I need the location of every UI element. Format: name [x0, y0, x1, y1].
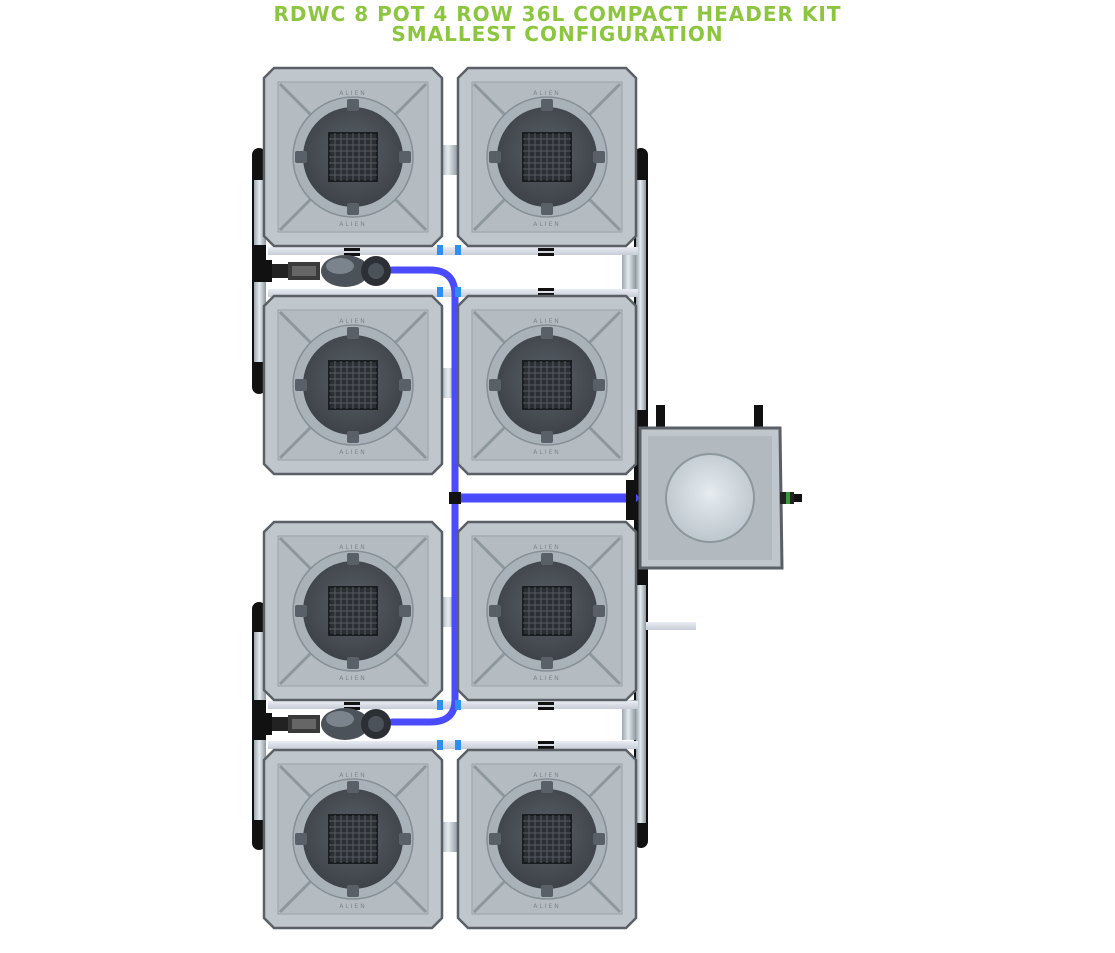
pot-brand-label-bottom: ALIEN	[533, 675, 561, 682]
pot-brand-label-top: ALIEN	[339, 318, 367, 325]
pot-row4-left: ALIEN ALIEN	[262, 748, 444, 930]
pot-row4-right: ALIEN ALIEN	[456, 748, 638, 930]
pot-row1-left: ALIEN ALIEN	[262, 66, 444, 248]
header-tank	[638, 405, 802, 570]
pot-brand-label-top: ALIEN	[533, 544, 561, 551]
pot-brand-label-bottom: ALIEN	[339, 221, 367, 228]
pot-brand-label-top: ALIEN	[339, 544, 367, 551]
pot-brand-label-top: ALIEN	[339, 772, 367, 779]
pot-brand-label-top: ALIEN	[533, 90, 561, 97]
pot-row3-right: ALIEN ALIEN	[456, 520, 638, 702]
pot-brand-label-bottom: ALIEN	[339, 903, 367, 910]
pot-brand-label-bottom: ALIEN	[533, 449, 561, 456]
pot-row2-left: ALIEN ALIEN	[262, 294, 444, 476]
pump-upper	[254, 255, 391, 287]
pot-row1-right: ALIEN ALIEN	[456, 66, 638, 248]
diagram-title-line-2: SMALLEST CONFIGURATION	[391, 22, 724, 46]
pot-brand-label-bottom: ALIEN	[339, 675, 367, 682]
pot-brand-label-bottom: ALIEN	[533, 221, 561, 228]
pot-brand-label-top: ALIEN	[533, 318, 561, 325]
pot-brand-label-bottom: ALIEN	[339, 449, 367, 456]
pot-row3-left: ALIEN ALIEN	[262, 520, 444, 702]
pot-row2-right: ALIEN ALIEN	[456, 294, 638, 476]
pump-lower	[254, 708, 391, 740]
diagram-title-line-1: RDWC 8 POT 4 ROW 36L COMPACT HEADER KIT	[273, 2, 842, 26]
pot-brand-label-bottom: ALIEN	[533, 903, 561, 910]
pot-brand-label-top: ALIEN	[533, 772, 561, 779]
blue-connectors	[437, 245, 461, 750]
pot-brand-label-top: ALIEN	[339, 90, 367, 97]
junction-blocks	[344, 248, 636, 749]
